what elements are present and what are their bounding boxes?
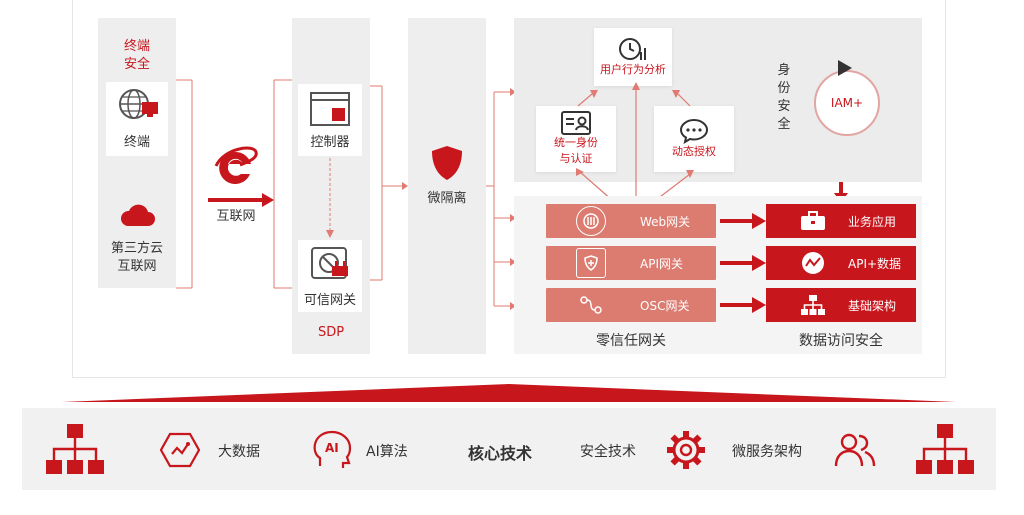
- id-card-icon: [561, 111, 591, 135]
- data-access-security-title: 数据访问安全: [799, 333, 883, 349]
- iam-circle: IAM+: [814, 70, 880, 136]
- infrastructure-label: 基础架构: [848, 298, 897, 313]
- users-icon: [834, 432, 876, 468]
- ai-head-icon: AI: [312, 430, 354, 470]
- micro-segmentation-column: [408, 18, 486, 354]
- terminal-label: 终端: [123, 135, 150, 150]
- api-gateway-label: API网关: [640, 256, 683, 271]
- gear-icon: [666, 430, 706, 470]
- thirdparty-cloud-label: 第三方云 互联网: [110, 241, 163, 274]
- gateway-to-data-arrows: [720, 213, 766, 313]
- clock-chart-icon: [619, 38, 646, 60]
- zero-trust-gateway-title: 零信任网关: [596, 333, 666, 349]
- shield-icon: [428, 144, 466, 182]
- briefcase-icon: [796, 209, 830, 233]
- chat-bubble-icon: [679, 118, 709, 144]
- api-gateway-icon: [576, 248, 606, 278]
- web-gateway-row: Web网关: [546, 204, 716, 238]
- ai-badge-label: AI: [325, 441, 339, 455]
- micro-segmentation-label: 微隔离: [427, 191, 467, 206]
- security-technology-label: 安全技术: [580, 444, 636, 460]
- osc-gateway-icon: [576, 290, 606, 320]
- big-data-icon: [159, 432, 201, 468]
- dynamic-auth-card: 动态授权: [654, 106, 734, 172]
- business-app-row: 业务应用: [766, 204, 916, 238]
- big-data-label: 大数据: [218, 444, 260, 460]
- globe-monitor-icon: [114, 86, 162, 126]
- unified-identity-card: 统一身份 与认证: [536, 106, 616, 172]
- internet-label: 互联网: [216, 209, 256, 224]
- core-technology-label: 核心技术: [468, 444, 533, 463]
- internet-arrow: [208, 192, 274, 207]
- hierarchy-icon: [796, 293, 830, 317]
- api-data-label: API+数据: [848, 256, 902, 271]
- infrastructure-row: 基础架构: [766, 288, 916, 322]
- web-gateway-icon: [576, 206, 606, 236]
- pulse-icon: [796, 251, 830, 275]
- dynamic-auth-label: 动态授权: [672, 145, 716, 158]
- business-app-label: 业务应用: [848, 214, 897, 229]
- trusted-gateway-card: [298, 240, 362, 312]
- trusted-gateway-icon: [308, 244, 352, 284]
- osc-gateway-label: OSC网关: [640, 298, 690, 313]
- controller-card: [298, 84, 362, 156]
- controller-label: 控制器: [310, 135, 350, 150]
- microservice-label: 微服务架构: [732, 444, 802, 460]
- hierarchy-left-icon: [46, 424, 104, 476]
- sdp-label: SDP: [317, 325, 345, 340]
- endpoint-security-label: 终端 安全: [123, 39, 150, 72]
- controller-to-gateway-arrow: [326, 158, 334, 238]
- internet-explorer-icon: [210, 144, 260, 190]
- behavior-analysis-label: 用户行为分析: [600, 63, 666, 76]
- trusted-gateway-label: 可信网关: [303, 293, 356, 308]
- base-wedge: [62, 384, 956, 402]
- identity-security-title: 身 份 安 全: [777, 63, 791, 132]
- api-data-row: API+数据: [766, 246, 916, 280]
- osc-gateway-row: OSC网关: [546, 288, 716, 322]
- unified-identity-label: 统一身份 与认证: [554, 136, 598, 165]
- identity-flow-arrows: [576, 82, 694, 201]
- ai-algorithm-label: AI算法: [366, 444, 408, 460]
- web-gateway-label: Web网关: [640, 214, 691, 229]
- behavior-analysis-card: 用户行为分析: [594, 28, 672, 86]
- api-gateway-row: API网关: [546, 246, 716, 280]
- terminal-card: [106, 82, 168, 156]
- play-icon: [838, 60, 852, 76]
- controller-icon: [310, 92, 350, 126]
- hierarchy-right-icon: [916, 424, 974, 476]
- iam-label: IAM+: [830, 96, 864, 110]
- cloud-icon: [120, 202, 156, 230]
